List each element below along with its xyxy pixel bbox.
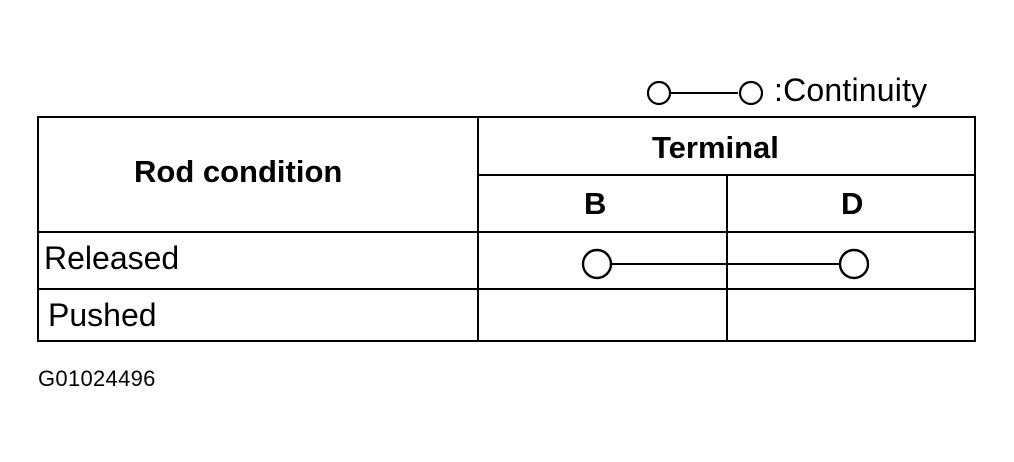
continuity-legend-label: :Continuity xyxy=(774,72,928,108)
continuity-legend: :Continuity xyxy=(644,70,927,110)
terminal-b-header: B xyxy=(584,186,607,221)
row-label-released: Released xyxy=(44,240,180,276)
rod-condition-header: Rod condition xyxy=(134,154,343,189)
terminal-d-header: D xyxy=(841,186,864,221)
row-label-pushed: Pushed xyxy=(48,297,157,333)
terminal-d-node xyxy=(838,248,870,280)
figure-id: G01024496 xyxy=(38,366,156,391)
continuity-symbol-icon xyxy=(646,80,764,106)
released-continuity-mark xyxy=(581,248,870,280)
terminal-b-node xyxy=(581,248,613,280)
terminal-header: Terminal xyxy=(652,130,779,165)
